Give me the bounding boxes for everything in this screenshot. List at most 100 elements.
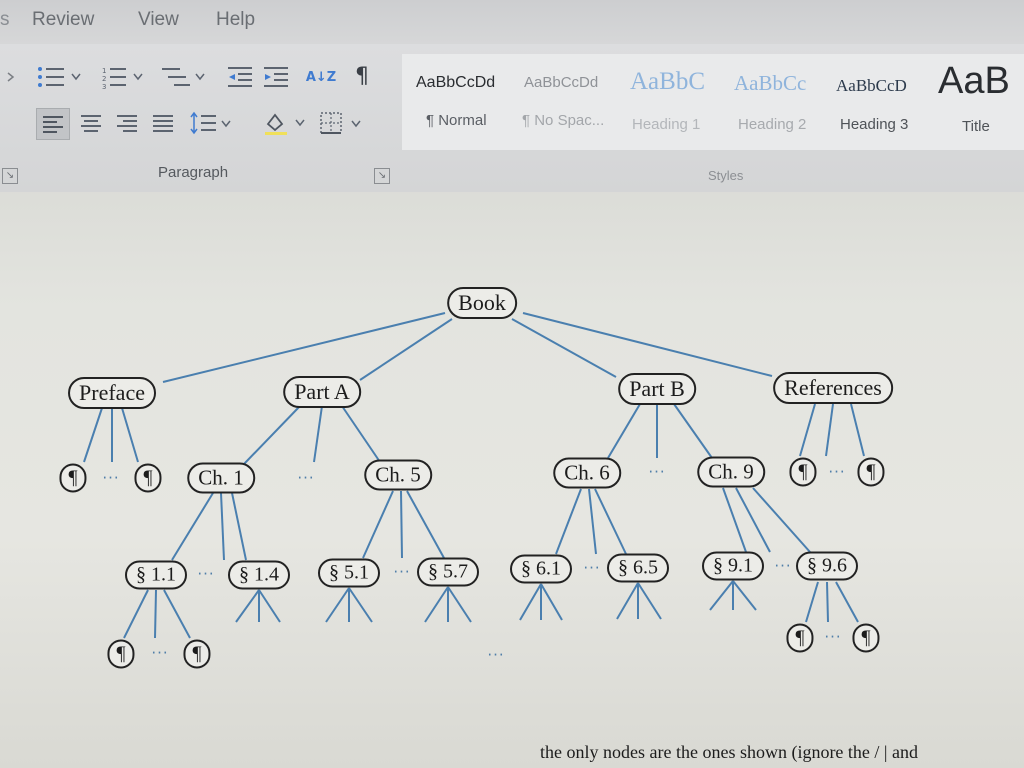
- sort-icon[interactable]: A↓Z: [305, 69, 337, 85]
- node-paragraph: ¶: [107, 639, 135, 669]
- node-section-9-1: § 9.1: [702, 551, 764, 581]
- svg-text:3: 3: [102, 83, 106, 90]
- svg-text:2: 2: [102, 75, 106, 83]
- align-left-icon[interactable]: [36, 108, 70, 140]
- style-name: ¶ Normal: [426, 112, 487, 129]
- tree-edge: [406, 490, 445, 559]
- justify-icon[interactable]: [148, 108, 178, 138]
- tree-diagram: Book Preface Part A Part B References ¶ …: [0, 192, 1024, 768]
- node-section-5-1: § 5.1: [318, 558, 380, 588]
- tree-edge: [447, 586, 472, 623]
- tree-edge: [424, 586, 449, 623]
- ribbon: 1 2 3: [0, 44, 1024, 192]
- node-references: References: [773, 372, 893, 404]
- tree-edge: [359, 318, 453, 381]
- decrease-indent-icon[interactable]: [226, 64, 254, 90]
- tree-edge: [752, 487, 811, 553]
- tree-edges: [83, 312, 865, 639]
- node-section-1-4: § 1.4: [228, 560, 290, 590]
- node-paragraph: ¶: [789, 457, 817, 487]
- node-paragraph: ¶: [59, 463, 87, 493]
- style-name: Heading 2: [738, 116, 807, 133]
- tree-edge: [162, 312, 446, 383]
- tab-view[interactable]: View: [138, 9, 179, 30]
- tree-edge: [826, 581, 829, 623]
- node-ch1: Ch. 1: [187, 462, 255, 494]
- node-paragraph: ¶: [852, 623, 880, 653]
- ellipsis: ···: [487, 646, 505, 664]
- ellipsis: ···: [774, 557, 792, 575]
- tree-edge: [154, 589, 157, 639]
- tree-edge: [709, 580, 734, 611]
- tree-edge: [348, 587, 373, 623]
- node-paragraph: ¶: [786, 623, 814, 653]
- tree-edge: [258, 589, 281, 623]
- tree-edge: [171, 492, 214, 561]
- ellipsis: ···: [824, 628, 842, 646]
- node-section-5-7: § 5.7: [417, 557, 479, 587]
- tree-edge: [835, 581, 859, 623]
- tab-help[interactable]: Help: [216, 9, 256, 30]
- style-preview: AaBbCcDd: [416, 74, 496, 91]
- tree-edge: [83, 407, 103, 463]
- tree-edge: [243, 405, 301, 465]
- node-ch9: Ch. 9: [697, 456, 765, 488]
- node-section-1-1: § 1.1: [125, 560, 187, 590]
- tree-edge: [362, 490, 394, 559]
- line-spacing-icon[interactable]: [190, 108, 238, 138]
- tree-edge: [594, 488, 627, 555]
- increase-indent-icon[interactable]: [262, 64, 290, 90]
- tree-edge: [220, 492, 225, 561]
- tree-edge: [511, 318, 617, 378]
- style-preview: AaB: [938, 60, 1010, 102]
- tree-edge: [235, 589, 260, 623]
- tree-edge: [121, 407, 139, 463]
- tree-edge: [805, 581, 819, 623]
- ellipsis: ···: [102, 469, 120, 487]
- bullets-icon[interactable]: [34, 64, 92, 90]
- node-book: Book: [447, 287, 517, 319]
- tree-edge: [799, 403, 816, 457]
- tree-edge: [732, 580, 757, 611]
- tree-edge: [673, 403, 713, 459]
- clipboard-launcher-icon[interactable]: ↘: [2, 168, 18, 184]
- paragraph-launcher-icon[interactable]: ↘: [374, 168, 390, 184]
- tree-edge: [540, 583, 563, 621]
- node-part-a: Part A: [283, 376, 361, 408]
- tree-edge: [825, 403, 834, 457]
- chevron-left-icon[interactable]: [2, 66, 20, 88]
- numbering-icon[interactable]: 1 2 3: [100, 64, 152, 90]
- style-preview: AaBbCc: [734, 71, 807, 95]
- styles-gallery: AaBbCcDd ¶ Normal AaBbCcDd ¶ No Spac... …: [402, 54, 1024, 150]
- tab-stub: s: [0, 9, 10, 30]
- styles-group-label: Styles: [708, 168, 744, 183]
- tree-edge: [850, 403, 865, 457]
- tree-edge: [616, 582, 639, 620]
- tree-edge: [231, 492, 247, 561]
- node-paragraph: ¶: [857, 457, 885, 487]
- ellipsis: ···: [297, 469, 315, 487]
- tree-edge: [123, 589, 149, 639]
- tree-edge: [400, 490, 403, 559]
- show-formatting-marks-icon[interactable]: ¶: [355, 63, 369, 89]
- tree-edge: [555, 488, 582, 555]
- svg-text:1: 1: [102, 67, 106, 75]
- node-ch6: Ch. 6: [553, 457, 621, 489]
- node-part-b: Part B: [618, 373, 696, 405]
- style-preview: AaBbC: [630, 68, 705, 95]
- tree-edge: [519, 583, 542, 621]
- align-right-icon[interactable]: [112, 108, 142, 138]
- style-name: Heading 3: [840, 116, 909, 133]
- multilevel-list-icon[interactable]: [160, 64, 212, 90]
- borders-icon[interactable]: [318, 108, 370, 138]
- tree-edge: [607, 403, 641, 459]
- shading-icon[interactable]: [262, 108, 310, 138]
- align-center-icon[interactable]: [76, 108, 106, 138]
- tab-review[interactable]: Review: [32, 9, 95, 30]
- tree-edge: [341, 405, 381, 463]
- ellipsis: ···: [393, 563, 411, 581]
- paragraph-group-label: Paragraph: [158, 164, 229, 181]
- tree-edge: [325, 587, 350, 623]
- tree-edge: [588, 488, 597, 555]
- tree-edge: [735, 487, 771, 553]
